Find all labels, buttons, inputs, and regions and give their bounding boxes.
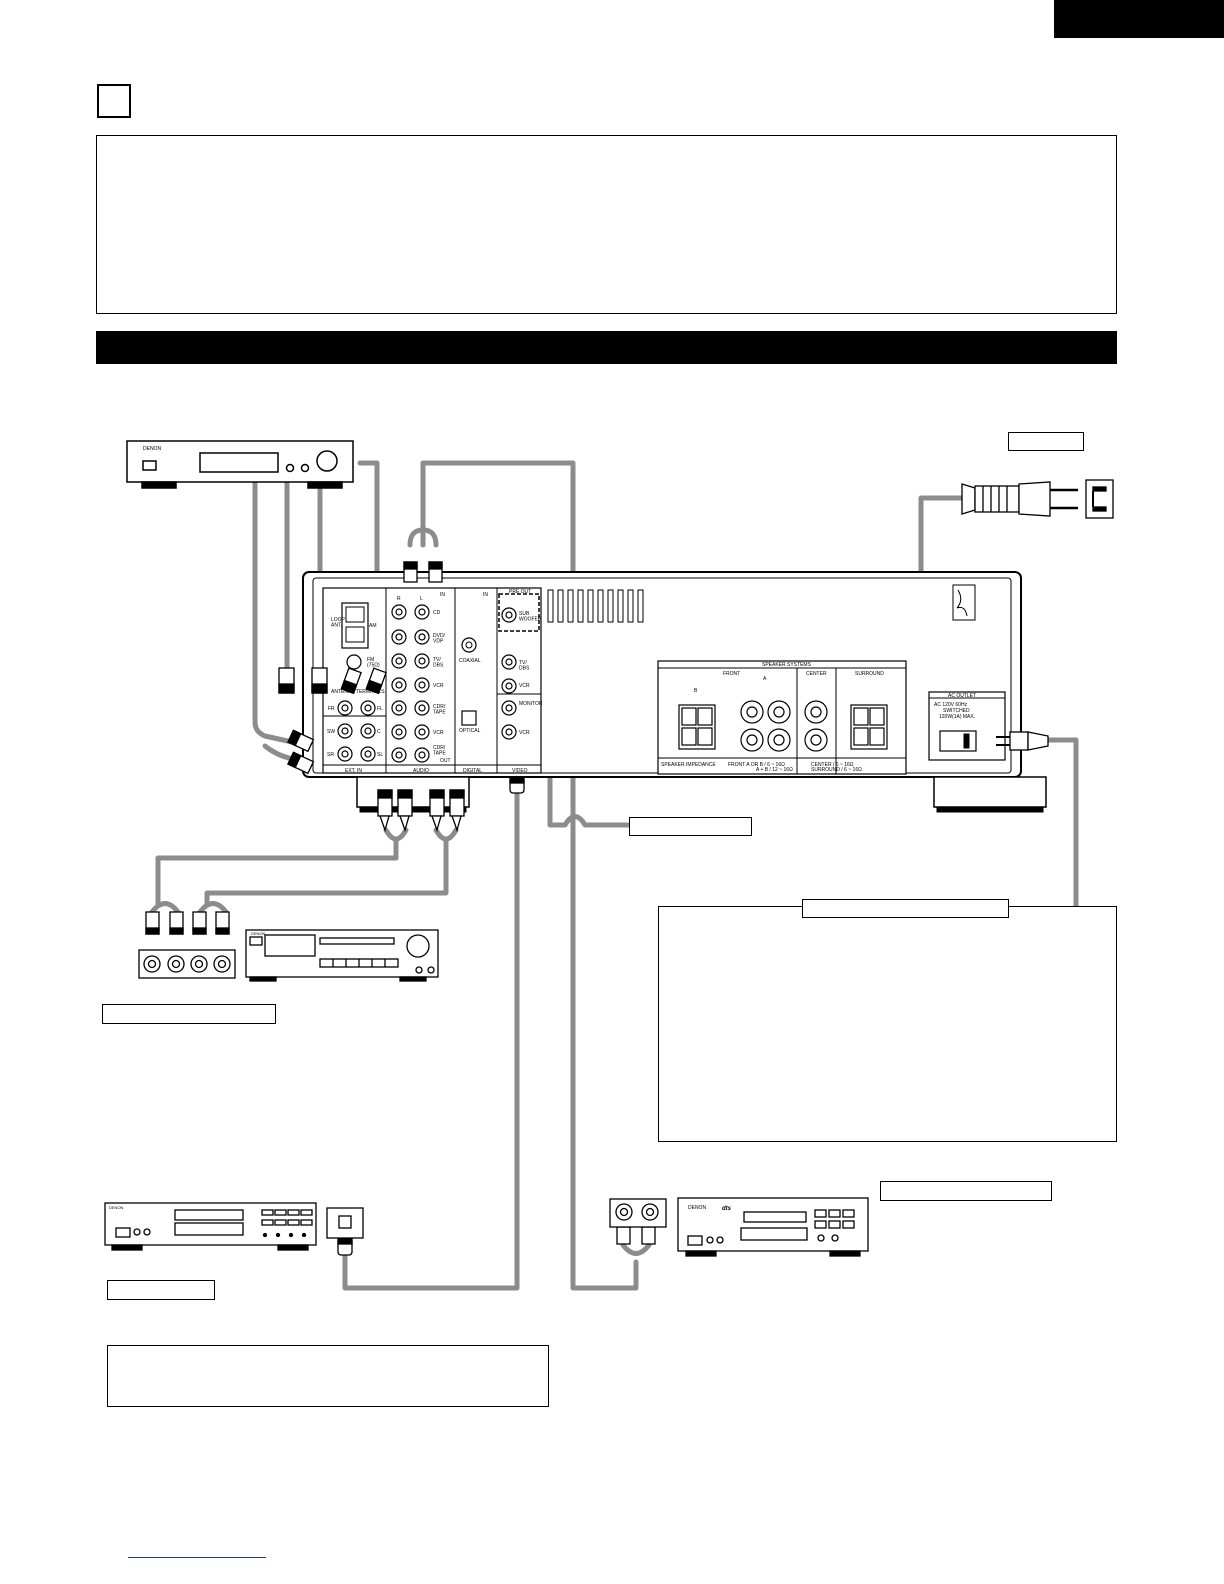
label-surround: SURROUND <box>855 671 884 677</box>
label-am: AM <box>369 623 377 629</box>
label-vcr-video-out: VCR <box>519 730 530 736</box>
label-sl: SL <box>377 752 383 758</box>
label-speaker-a: A <box>763 676 767 682</box>
tape-deck-label-box <box>102 1004 276 1024</box>
section-number-box <box>97 84 131 118</box>
label-speaker-b: B <box>694 688 698 694</box>
label-ext-in: EXT. IN <box>345 768 362 774</box>
label-tv-dbs: TV/DBS <box>433 657 444 669</box>
label-vcr-video: VCR <box>519 683 530 689</box>
label-monitor: MONITOR <box>519 701 543 707</box>
power-plug <box>961 479 1114 519</box>
label-out-audio: OUT <box>440 758 451 764</box>
label-fm: FM(75Ω) <box>367 657 380 669</box>
label-center-imp: CENTER / 6 ~ 16Ω <box>811 762 854 768</box>
label-sr: SR <box>327 752 334 758</box>
label-front: FRONT <box>723 671 740 677</box>
label-cdr-tape-out: CDR/TAPE <box>433 745 446 757</box>
label-vcr-out: VCR <box>433 730 444 736</box>
dvd-label-box <box>880 1181 1052 1201</box>
label-vcr-audio: VCR <box>433 683 444 689</box>
label-surround-imp: SURROUND / 6 ~ 16Ω <box>811 767 862 773</box>
label-audio: AUDIO <box>413 768 429 774</box>
cd-player-label-box <box>107 1280 215 1300</box>
tuner-brand: DENON <box>143 446 161 452</box>
label-r: R <box>397 596 401 602</box>
tuner-device <box>126 440 354 489</box>
label-dvd-vdp: DVD/VDP <box>433 633 446 645</box>
label-center: CENTER <box>806 671 827 677</box>
cd-brand: DENON <box>109 1205 124 1210</box>
dvd-logo: dts <box>722 1206 732 1212</box>
label-in-digital: IN <box>483 592 488 598</box>
section-header-bar <box>96 331 1117 364</box>
label-cd: CD <box>433 610 441 616</box>
label-speaker-systems: SPEAKER SYSTEMS <box>762 662 812 668</box>
label-fl: FL <box>377 706 383 712</box>
rca-plugs <box>145 561 1049 1256</box>
label-video: VIDEO <box>512 768 528 774</box>
label-coaxial: COAXIAL <box>459 658 481 664</box>
power-note-title-box <box>802 899 1009 918</box>
bottom-note-box <box>107 1345 549 1407</box>
dvd-brand: DENON <box>688 1205 706 1211</box>
label-tv-dbs-video: TV/DBS <box>519 660 530 672</box>
tape-brand: DENON <box>251 931 266 936</box>
label-optical: OPTICAL <box>459 728 481 734</box>
receiver-rear-panel <box>302 571 1047 813</box>
page-corner-tab <box>1054 0 1224 38</box>
label-cdr-tape-in: CDR/TAPE <box>433 704 446 716</box>
tape-deck-device <box>138 929 439 982</box>
label-front-ab: FRONT A OR B / 6 ~ 16Ω <box>728 762 785 768</box>
label-ac-line2: SWITCHED <box>943 708 970 714</box>
label-digital: DIGITAL <box>463 768 482 774</box>
power-plug-label-box <box>1008 432 1084 451</box>
power-note-box <box>658 906 1117 1142</box>
label-ac-outlet: AC OUTLET <box>948 693 976 699</box>
label-antenna-terminals: ANTENNA TERMINALS <box>331 689 385 695</box>
dvd-player-device <box>609 1197 869 1257</box>
label-ac-line1: AC 120V 60Hz <box>934 702 968 708</box>
label-sw: SW <box>327 729 335 735</box>
footer-rule <box>128 1557 266 1558</box>
label-fr: FR <box>328 706 335 712</box>
label-in-audio: IN <box>440 592 445 598</box>
label-front-a-plus-b: A + B / 12 ~ 16Ω <box>756 767 793 773</box>
cd-player-device <box>104 1202 364 1251</box>
label-pre-out: PRE OUT <box>509 589 531 595</box>
subwoofer-label-box <box>629 817 752 836</box>
label-speaker-impedance: SPEAKER IMPEDANCE <box>661 762 716 768</box>
label-c: C <box>377 729 381 735</box>
label-ac-line3: 120W(1A) MAX. <box>939 714 975 720</box>
note-box <box>96 135 1117 314</box>
label-l: L <box>420 596 423 602</box>
